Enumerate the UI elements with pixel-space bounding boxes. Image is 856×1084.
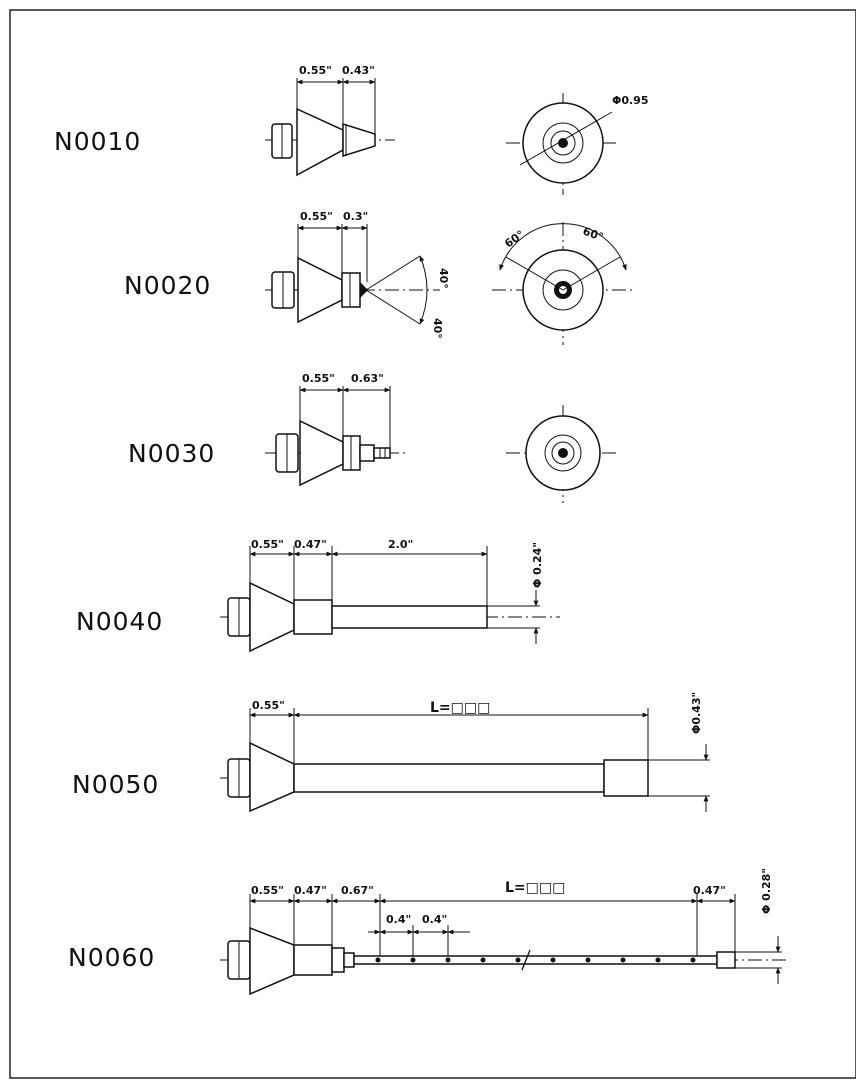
- dim-label: 0.47": [693, 884, 726, 897]
- dim-label: 0.63": [351, 372, 384, 385]
- dim-label: 0.3": [343, 210, 368, 223]
- nozzle-N0060: N0060: [68, 868, 788, 996]
- nozzle-N0040: N0040 0.55" 0.47" 2.0" Φ 0.24": [76, 538, 560, 653]
- dim-label: L=□□□: [505, 880, 565, 896]
- dim-label: Φ0.95: [612, 94, 649, 107]
- nozzle-code: N0020: [124, 271, 211, 300]
- dim-label: 0.67": [341, 884, 374, 897]
- angle-label: 40°: [431, 318, 444, 339]
- nozzle-N0020: N0020 0.55" 0.3" 40° 40° 60° 60°: [124, 210, 636, 345]
- nozzle-code: N0040: [76, 607, 163, 636]
- angle-label: 60°: [581, 225, 605, 244]
- nozzle-code: N0030: [128, 439, 215, 468]
- dim-label: 0.47": [294, 538, 327, 551]
- dim-label: 0.55": [251, 538, 284, 551]
- nozzle-N0050: N0050 0.55" L=□□□ Φ0.43": [72, 692, 710, 813]
- dim-label: 0.55": [252, 699, 285, 712]
- dim-label: 2.0": [388, 538, 413, 551]
- angle-label: 60°: [502, 228, 527, 251]
- dim-label: 0.55": [251, 884, 284, 897]
- diameter-label: Φ0.43": [690, 692, 703, 734]
- drawing-frame: [9, 9, 856, 1079]
- diameter-label: Φ 0.24": [531, 542, 544, 588]
- dim-label: 0.4": [422, 913, 447, 926]
- nozzle-code: N0050: [72, 770, 159, 799]
- dim-label: 0.47": [294, 884, 327, 897]
- diameter-label: Φ 0.28": [760, 868, 773, 914]
- dim-label: 0.55": [302, 372, 335, 385]
- dim-label: 0.43": [342, 64, 375, 77]
- dim-label: 0.55": [300, 210, 333, 223]
- dim-label: L=□□□: [430, 700, 490, 716]
- angle-label: 40°: [437, 268, 450, 289]
- dim-label: 0.4": [386, 913, 411, 926]
- nozzle-code: N0010: [54, 127, 141, 156]
- nozzle-code: N0060: [68, 943, 155, 972]
- nozzle-N0030: N0030 0.55" 0.63": [128, 372, 620, 503]
- dim-label: 0.55": [299, 64, 332, 77]
- nozzle-N0010: N0010 0.55" 0.43" Φ0.95: [54, 64, 649, 195]
